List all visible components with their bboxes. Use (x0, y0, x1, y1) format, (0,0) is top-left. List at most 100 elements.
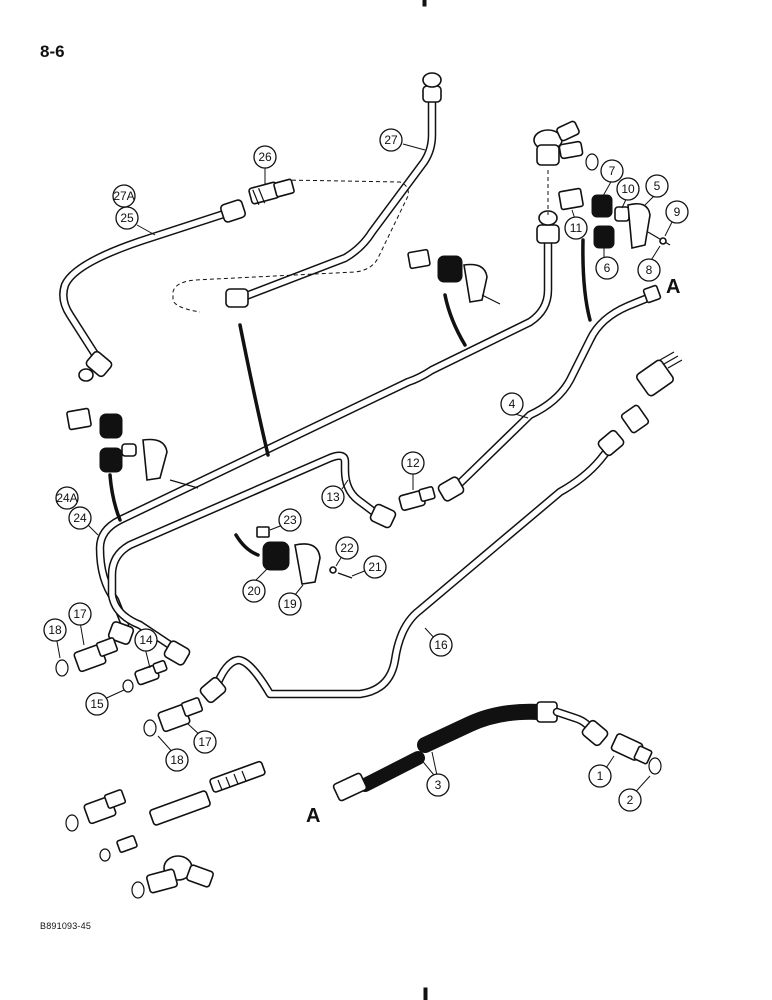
hose-3 (332, 701, 609, 802)
callout-17-upper: 17 (68, 602, 92, 626)
tube-4-end (642, 284, 662, 304)
callout-17-lower: 17 (193, 730, 217, 754)
svg-text:18: 18 (48, 623, 62, 637)
clamp-half-7 (591, 194, 613, 218)
callout-23: 23 (278, 508, 302, 532)
clamp-plate-23 (256, 526, 270, 538)
callout-3: 3 (426, 773, 450, 797)
svg-text:1: 1 (597, 769, 604, 783)
loose-fitting-lower-left (65, 789, 138, 862)
routing-arc-3 (581, 238, 592, 322)
clamp-group-upper-right (558, 187, 671, 249)
fitting-1 (610, 733, 653, 765)
svg-text:27A: 27A (113, 189, 134, 203)
tube-25-nut-bottom (85, 350, 113, 378)
callout-2: 2 (618, 788, 642, 812)
pressure-switch (620, 351, 683, 434)
washer-9 (659, 237, 667, 245)
hose-3-ferrule-bottom (332, 772, 368, 802)
svg-text:25: 25 (120, 211, 134, 225)
callout-14: 14 (134, 628, 158, 652)
tube-16-nut-top (597, 429, 625, 457)
clamp-group-19-23 (256, 526, 353, 585)
svg-text:23: 23 (283, 513, 297, 527)
callout-27a: 27A (112, 184, 136, 208)
svg-text:2: 2 (627, 793, 634, 807)
callout-9: 9 (665, 200, 689, 224)
svg-text:24: 24 (73, 511, 87, 525)
connection-mark-a-bottom: A (306, 805, 320, 827)
svg-text:5: 5 (654, 179, 661, 193)
tube-24-nut-top (536, 224, 560, 244)
callout-16: 16 (429, 633, 453, 657)
svg-text:10: 10 (621, 182, 635, 196)
tube-4 (437, 284, 662, 502)
svg-text:12: 12 (406, 456, 420, 470)
svg-text:3: 3 (435, 778, 442, 792)
svg-text:16: 16 (434, 638, 448, 652)
callout-8: 8 (637, 258, 661, 282)
tube-24-nut-bottom (107, 621, 135, 645)
svg-text:17: 17 (73, 607, 87, 621)
svg-text:9: 9 (674, 205, 681, 219)
svg-text:27: 27 (384, 133, 398, 147)
clamp-group-middle-upper (407, 248, 501, 305)
callout-7: 7 (600, 159, 624, 183)
dashed-routing-outline (172, 179, 409, 313)
washer-22 (329, 566, 337, 574)
callout-18-lower: 18 (165, 748, 189, 772)
tube-25 (59, 199, 247, 382)
tube-16-nut-bottom (199, 676, 227, 704)
tube-27-end-top (422, 72, 442, 88)
clamp-group-left (66, 407, 199, 489)
tube-27-nut-bottom (225, 288, 249, 308)
figure-id: B891093-45 (40, 921, 92, 931)
clamp-half-20 (262, 541, 290, 571)
callout-5: 5 (645, 174, 669, 198)
callout-12: 12 (401, 451, 425, 475)
svg-text:17: 17 (198, 735, 212, 749)
svg-text:11: 11 (570, 221, 583, 235)
svg-text:7: 7 (609, 164, 616, 178)
crop-mark-bottom (423, 987, 428, 1000)
clamp-half-6 (593, 225, 615, 249)
fitting-12 (398, 486, 436, 511)
routing-arc-4 (108, 473, 122, 522)
callout-26: 26 (253, 145, 277, 169)
tube-27-nut-top (422, 85, 442, 103)
callout-27: 27 (379, 128, 403, 152)
tube-13-nut-bottom (163, 640, 191, 666)
page-number: 8-6 (40, 42, 65, 61)
svg-text:20: 20 (247, 584, 261, 598)
routing-arc-1 (238, 323, 270, 457)
callout-25: 25 (115, 206, 139, 230)
callout-10: 10 (616, 177, 640, 201)
clamp-5 (627, 202, 651, 249)
tube-25-end (78, 368, 94, 382)
tube-24-end-top (538, 210, 558, 226)
tube-13-nut-top (369, 503, 397, 529)
adapter-long (149, 760, 266, 826)
callout-20: 20 (242, 579, 266, 603)
spacer-10 (614, 206, 630, 222)
callout-18-upper: 18 (43, 618, 67, 642)
tee-fitting-top-right (533, 120, 599, 171)
tube-16 (199, 429, 625, 704)
svg-text:26: 26 (258, 150, 272, 164)
svg-text:4: 4 (509, 397, 516, 411)
hose-3-nut-top (581, 719, 609, 747)
svg-text:24A: 24A (56, 491, 77, 505)
callout-24: 24 (68, 506, 92, 530)
callout-11: 11 (564, 216, 588, 240)
fitting-26 (248, 178, 295, 205)
svg-text:6: 6 (604, 261, 611, 275)
tube-24 (95, 210, 560, 645)
svg-text:22: 22 (340, 541, 354, 555)
tube-25-nut (219, 199, 247, 223)
callout-6: 6 (595, 256, 619, 280)
callout-1: 1 (588, 764, 612, 788)
routing-arc-2 (443, 293, 467, 347)
bolt-8 (647, 231, 671, 246)
